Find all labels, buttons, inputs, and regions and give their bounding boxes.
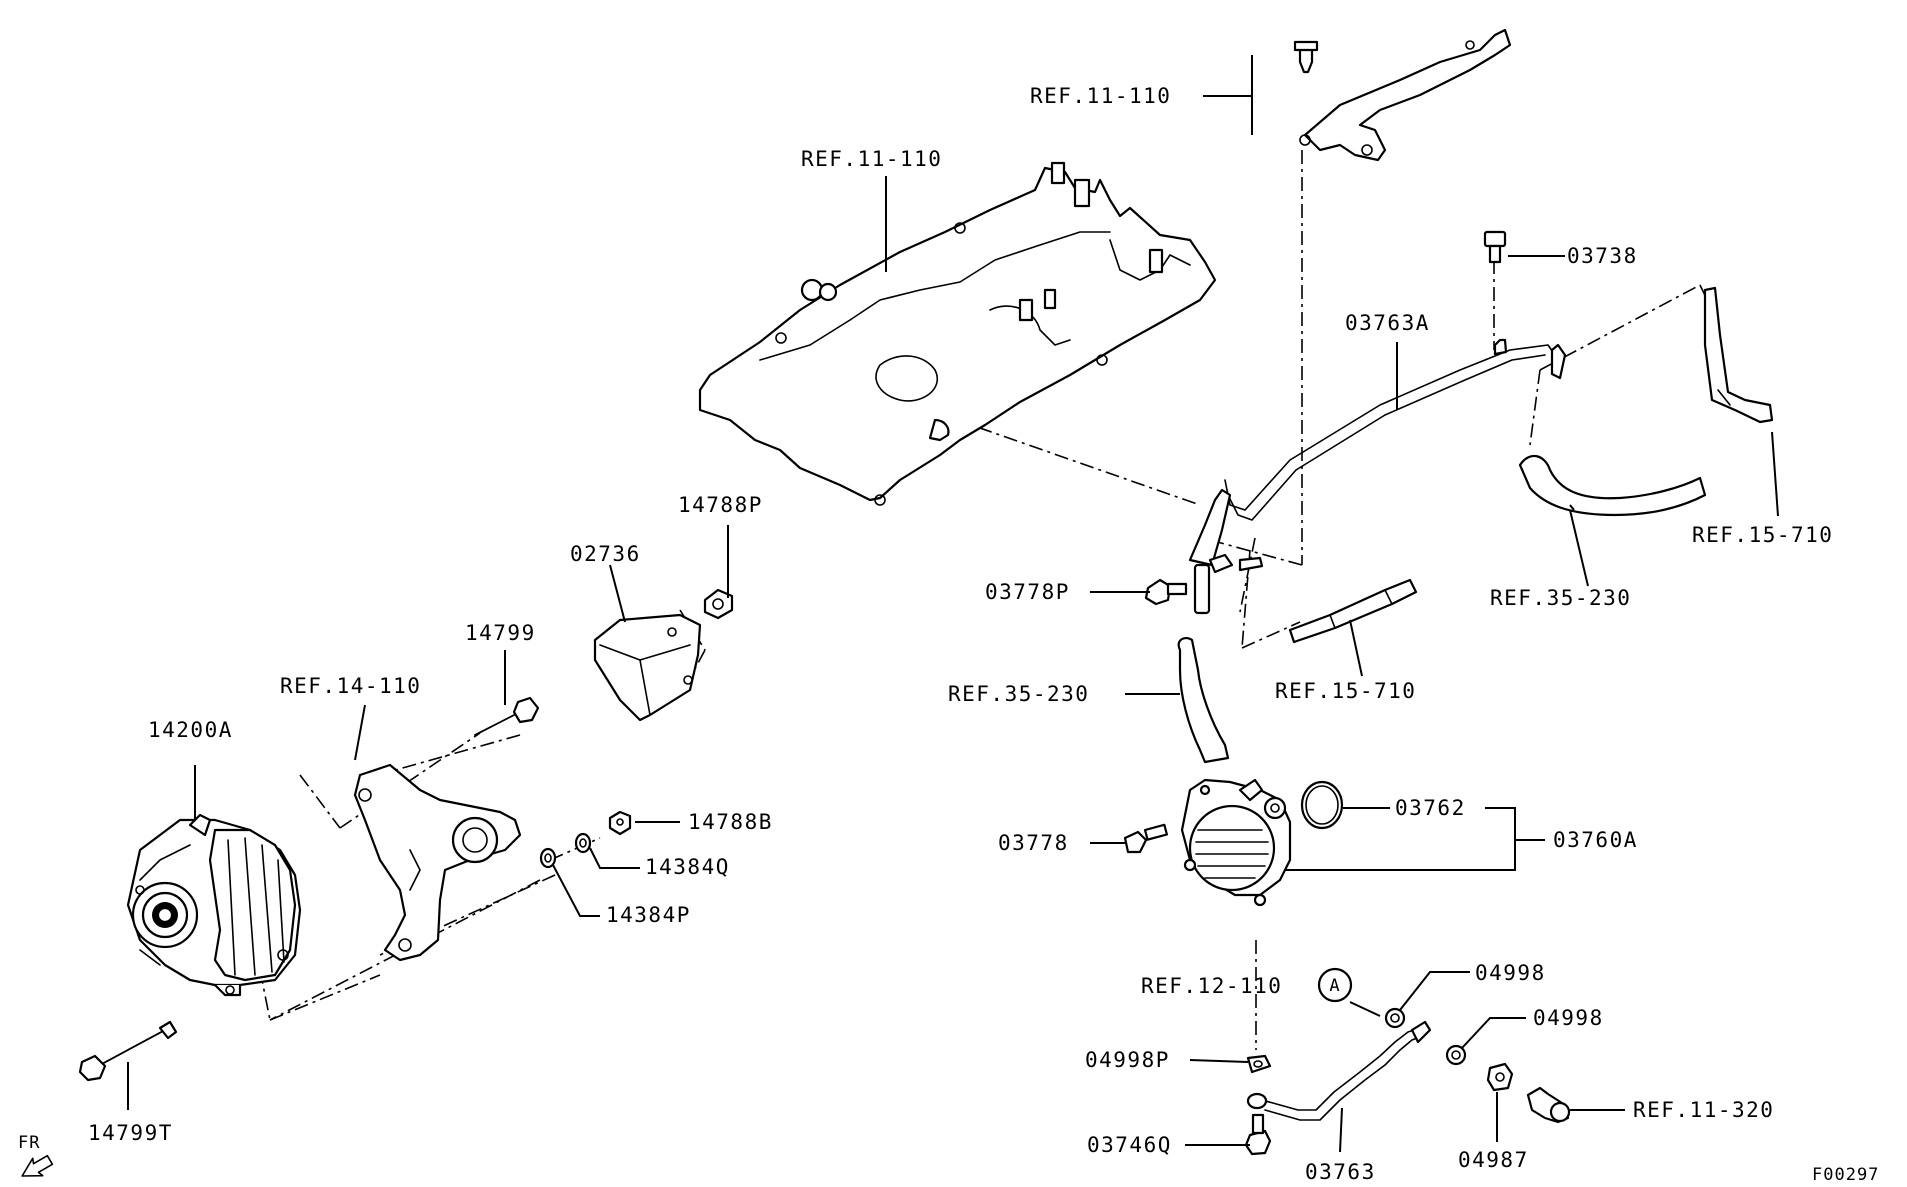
bolt-03738	[1483, 230, 1507, 264]
front-marker-text: FR	[18, 1133, 40, 1153]
vacuum-pump	[1180, 778, 1292, 907]
nut-14788P	[703, 588, 734, 620]
bolt-14799T	[78, 1020, 178, 1082]
rocker-cover	[698, 161, 1217, 506]
o-ring-03762	[1300, 780, 1344, 830]
leader-lines	[127, 55, 1779, 1153]
bolt-03778	[1123, 823, 1169, 854]
nut-14788B	[608, 810, 632, 836]
label-14788P: 14788P	[678, 493, 763, 517]
label-03760A: 03760A	[1553, 828, 1638, 852]
bolt-14799	[474, 696, 540, 736]
washer-14384P	[539, 847, 557, 869]
callout-marker-a-text: A	[1329, 976, 1340, 996]
diagram-id: F00297	[1812, 1165, 1879, 1185]
label-14799: 14799	[465, 621, 536, 645]
label-14200A: 14200A	[148, 718, 233, 742]
alternator	[126, 813, 302, 997]
bolt-03746Q	[1244, 1113, 1272, 1156]
hose-ref-35-230-left	[1177, 636, 1230, 764]
label-14384Q: 14384Q	[645, 855, 730, 879]
vacuum-pipe-03763A	[1188, 338, 1567, 615]
bolt-03778P	[1144, 578, 1188, 606]
washer-14384Q	[574, 832, 592, 854]
label-ref-11-110-bracket: REF.11-110	[1030, 84, 1171, 108]
washer-04998P	[1246, 1054, 1272, 1074]
label-ref-11-320: REF.11-320	[1633, 1098, 1774, 1122]
label-03762: 03762	[1395, 796, 1466, 820]
label-04987: 04987	[1458, 1148, 1529, 1172]
label-ref-15-710-right: REF.15-710	[1692, 523, 1833, 547]
label-03738: 03738	[1567, 244, 1638, 268]
label-ref-35-230-left: REF.35-230	[948, 682, 1089, 706]
label-14384P: 14384P	[606, 903, 691, 927]
cover-02736	[593, 613, 702, 722]
alternator-bracket	[353, 763, 522, 962]
washer-04998-upper	[1384, 1007, 1406, 1029]
label-04998P: 04998P	[1085, 1048, 1170, 1072]
label-14799T: 14799T	[88, 1121, 173, 1145]
bolt-04987	[1486, 1062, 1514, 1092]
label-14788B: 14788B	[688, 810, 773, 834]
label-03778P: 03778P	[985, 580, 1070, 604]
vacuum-pipe-03763	[1246, 1020, 1432, 1121]
front-direction-marker: FR	[18, 1133, 54, 1177]
label-04998-lower: 04998	[1533, 1006, 1604, 1030]
label-03746Q: 03746Q	[1087, 1133, 1172, 1157]
hose-ref-15-710-mid	[1288, 578, 1418, 644]
upper-bracket	[1293, 28, 1512, 162]
label-03763A: 03763A	[1345, 311, 1430, 335]
callout-marker-a: A	[1317, 967, 1353, 1003]
label-03763: 03763	[1305, 1160, 1376, 1184]
label-02736: 02736	[570, 542, 641, 566]
label-ref-15-710-mid: REF.15-710	[1275, 679, 1416, 703]
label-03778: 03778	[998, 831, 1069, 855]
washer-04998-lower	[1445, 1044, 1467, 1066]
label-04998-upper: 04998	[1475, 961, 1546, 985]
hose-ref-15-710-right	[1703, 286, 1774, 424]
label-ref-14-110: REF.14-110	[280, 674, 421, 698]
label-ref-12-110: REF.12-110	[1141, 974, 1282, 998]
hose-ref-35-230-right	[1518, 454, 1707, 517]
part-labels: REF.11-110 REF.11-110 03738 03763A REF.1…	[88, 84, 1879, 1185]
label-ref-11-110-cover: REF.11-110	[801, 147, 942, 171]
label-ref-35-230-right: REF.35-230	[1490, 586, 1631, 610]
fitting-ref-11-320	[1526, 1086, 1571, 1124]
